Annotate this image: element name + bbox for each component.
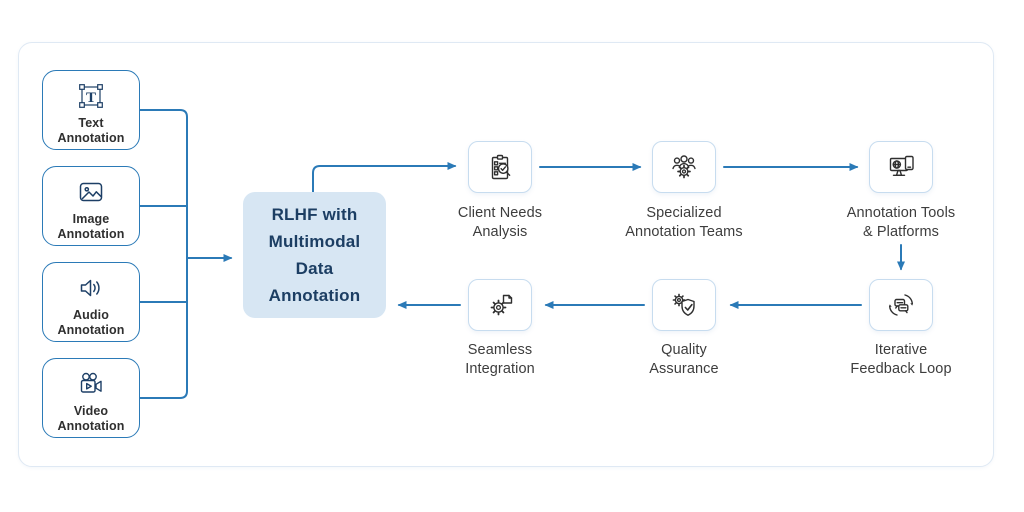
node-text-annotation: T Text Annotation	[42, 70, 140, 150]
step-label: Client Needs Analysis	[457, 205, 543, 240]
annotation-tools-icon	[889, 155, 914, 176]
svg-text:T: T	[86, 90, 96, 106]
feedback-loop-icon	[889, 294, 913, 316]
node-feedback-loop	[869, 279, 933, 331]
node-quality-assurance	[652, 279, 716, 331]
diagram-frame	[18, 42, 994, 467]
seamless-integration-icon	[490, 294, 513, 316]
node-audio-annotation: Audio Annotation	[42, 262, 140, 342]
node-label: Video Annotation	[57, 404, 125, 433]
step-label: Specialized Annotation Teams	[625, 205, 743, 240]
annotation-teams-icon	[672, 155, 696, 179]
video-annotation-icon	[80, 372, 102, 393]
node-label: Image Annotation	[57, 212, 125, 241]
text-annotation-icon: T	[79, 84, 103, 108]
audio-annotation-icon	[80, 279, 100, 297]
node-annotation-teams	[652, 141, 716, 193]
step-label: Annotation Tools & Platforms	[846, 205, 956, 240]
quality-assurance-icon	[672, 293, 695, 316]
client-needs-analysis-icon	[491, 154, 511, 180]
node-seamless-integration	[468, 279, 532, 331]
node-client-needs-analysis	[468, 141, 532, 193]
node-image-annotation: Image Annotation	[42, 166, 140, 246]
image-annotation-icon	[79, 182, 103, 202]
node-annotation-tools	[869, 141, 933, 193]
step-label: Seamless Integration	[465, 342, 535, 377]
node-rlhf-center: RLHF with Multimodal Data Annotation	[243, 192, 386, 318]
step-label: Iterative Feedback Loop	[850, 342, 952, 377]
node-label: Audio Annotation	[57, 308, 125, 337]
center-label: RLHF with Multimodal Data Annotation	[268, 205, 361, 305]
node-label: Text Annotation	[57, 116, 125, 145]
step-label: Quality Assurance	[649, 342, 719, 377]
node-video-annotation: Video Annotation	[42, 358, 140, 438]
